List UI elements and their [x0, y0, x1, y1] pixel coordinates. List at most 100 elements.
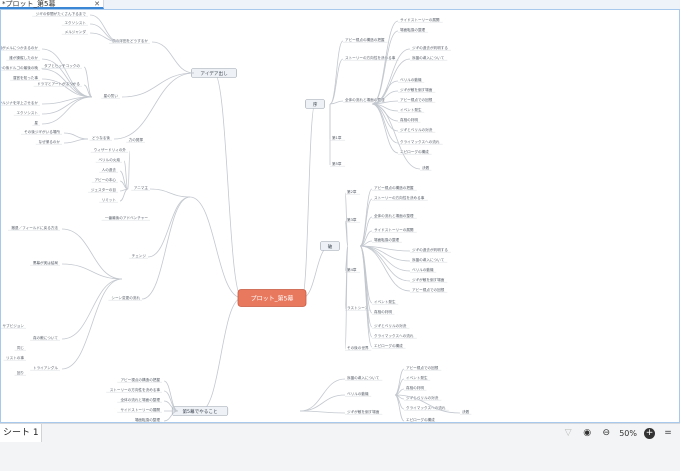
- subtopic[interactable]: 第2章: [347, 189, 357, 194]
- subtopic[interactable]: 第4章: [347, 267, 357, 272]
- subtopic[interactable]: 全体の流れと場面の整理: [374, 213, 414, 218]
- subtopic[interactable]: 一番最後のアドベンチャー: [105, 215, 148, 220]
- subtopic[interactable]: ドラマとアートがぶつかる: [37, 81, 80, 86]
- subtopic[interactable]: エピローグの構成: [374, 343, 403, 348]
- subtopic[interactable]: その後の世界: [347, 345, 369, 350]
- subtopic[interactable]: トライアングル: [33, 365, 58, 370]
- subtopic[interactable]: 同じ: [17, 345, 25, 350]
- subtopic[interactable]: アビー視点での回想: [406, 365, 439, 370]
- subtopic[interactable]: イベント発生: [374, 299, 396, 304]
- subtopic[interactable]: アビー視点での回想: [412, 287, 445, 292]
- subtopic[interactable]: アビー視点の構造の把握: [345, 37, 385, 42]
- subtopic[interactable]: 誰が操縦したのか: [9, 55, 38, 60]
- subtopic[interactable]: 全体の流れと場面の整理: [345, 97, 385, 102]
- subtopic[interactable]: アビー視点の構造の把握: [120, 377, 160, 382]
- central-topic-box[interactable]: [237, 289, 307, 307]
- subtopic[interactable]: 星の誓い: [104, 93, 119, 98]
- zoom-in-button[interactable]: +: [644, 427, 655, 439]
- subtopic[interactable]: ジギの過去が判明する: [412, 45, 448, 50]
- subtopic[interactable]: 第3章: [347, 217, 357, 222]
- subtopic[interactable]: サイドストーリーの展開: [374, 227, 414, 232]
- subtopic[interactable]: ストーリーの方向性を決める事: [345, 55, 396, 60]
- subtopic[interactable]: ジギが敵を倒す場面: [347, 409, 380, 414]
- subtopic[interactable]: 真相の判明: [374, 309, 392, 314]
- subtopic[interactable]: 回り: [17, 370, 24, 375]
- subtopic[interactable]: 決着: [462, 409, 470, 414]
- subtopic[interactable]: ジギとベリルの対決: [400, 127, 433, 132]
- subtopic[interactable]: エクソシスト: [64, 20, 86, 25]
- mindmap-canvas[interactable]: プロット_第5幕 アイデア出し序破第5幕でやること 夜の浮田をどうするか星の誓いどう…: [0, 9, 680, 423]
- subtopic[interactable]: アニマ主: [134, 185, 149, 190]
- subtopic[interactable]: ジギの過去が判明する: [412, 247, 448, 252]
- subtopic[interactable]: ツルジナを浮上させるか: [0, 100, 38, 105]
- subtopic[interactable]: イベント発生: [406, 375, 428, 380]
- sheet-tab[interactable]: シート 1: [0, 424, 42, 442]
- subtopic[interactable]: 序盤の導入について: [347, 375, 380, 380]
- zoom-out-icon[interactable]: ⊖: [602, 428, 610, 438]
- subtopic[interactable]: ジギが敵を倒す場面: [412, 277, 445, 282]
- subtopic[interactable]: 場面転換の整理: [135, 417, 161, 422]
- subtopic[interactable]: 人の過去: [102, 167, 117, 172]
- subtopic[interactable]: クライマックスへの流れ: [400, 139, 440, 144]
- fit-view-icon[interactable]: =: [664, 428, 672, 438]
- subtopic[interactable]: イベント発生: [400, 107, 422, 112]
- eye-icon[interactable]: ◉: [583, 428, 592, 438]
- subtopic[interactable]: 黒幕が実は結局: [33, 260, 59, 265]
- subtopic[interactable]: その後ジギがいる場所: [24, 129, 60, 134]
- main-topic-jo-label[interactable]: 序: [313, 101, 318, 108]
- subtopic[interactable]: ベリルの動機: [347, 391, 369, 396]
- subtopic[interactable]: アビー視点の構造の把握: [374, 185, 414, 190]
- subtopic[interactable]: リミット: [102, 198, 117, 202]
- subtopic[interactable]: サブビジョン: [2, 323, 24, 328]
- subtopic[interactable]: 場面転換の整理: [374, 237, 400, 242]
- subtopic[interactable]: 第5章: [332, 161, 342, 166]
- main-topic-ha-box[interactable]: [320, 241, 340, 251]
- subtopic[interactable]: ベリルの動機: [400, 77, 422, 82]
- subtopic[interactable]: サイドストーリーの展開: [120, 407, 160, 412]
- subtopic[interactable]: 序盤の導入について: [412, 257, 445, 262]
- subtopic[interactable]: クライマックスへの流れ: [374, 333, 414, 338]
- subtopic[interactable]: 序盤の導入について: [412, 55, 445, 60]
- subtopic[interactable]: なぜ帰るのか: [38, 139, 60, 144]
- subtopic[interactable]: ジェスターの目: [91, 187, 116, 192]
- subtopic[interactable]: 力の発揮: [129, 137, 144, 142]
- subtopic[interactable]: その後ドルゴの最後の晩: [0, 65, 38, 70]
- main-topic-jo-box[interactable]: [305, 99, 325, 109]
- document-tab[interactable]: *プロット_第5幕 ✕: [0, 0, 104, 9]
- subtopic[interactable]: 誰がメルにつかまるのか: [0, 45, 38, 50]
- central-topic-label[interactable]: プロット_第5幕: [251, 295, 294, 303]
- subtopic[interactable]: ベリルの動機: [412, 267, 434, 272]
- subtopic[interactable]: サイドストーリーの展開: [400, 17, 440, 22]
- subtopic[interactable]: ジギが敵を倒す場面: [400, 87, 433, 92]
- subtopic[interactable]: ラストシーン: [347, 305, 369, 310]
- subtopic[interactable]: ストーリーの方向性を決める事: [374, 195, 425, 200]
- subtopic[interactable]: 運営を知った事: [13, 75, 39, 80]
- subtopic[interactable]: 真の敵について: [33, 335, 58, 340]
- subtopic[interactable]: メルジャンダ: [65, 29, 87, 34]
- subtopic[interactable]: ジギとベリルの対決: [406, 395, 439, 400]
- subtopic[interactable]: 場面転換の整理: [400, 27, 426, 32]
- subtopic[interactable]: タブとヒッチコックの: [44, 63, 80, 68]
- subtopic[interactable]: アビー視点での回想: [400, 97, 433, 102]
- filter-icon[interactable]: ▽: [564, 428, 572, 438]
- main-topic-last-label[interactable]: 第5幕でやること: [182, 408, 217, 415]
- subtopic[interactable]: ジギとベリルの対決: [374, 323, 407, 328]
- subtopic[interactable]: ジギの仲間がたくさん下るまで: [36, 11, 87, 16]
- subtopic[interactable]: 全体の流れと場面の整理: [120, 397, 160, 402]
- main-topic-ha-label[interactable]: 破: [328, 243, 333, 250]
- subtopic[interactable]: 夜の浮田をどうするか: [112, 38, 148, 43]
- subtopic[interactable]: 決着: [422, 165, 430, 170]
- subtopic[interactable]: ウィザードリィの外: [94, 147, 127, 152]
- subtopic[interactable]: 第1章: [332, 135, 342, 140]
- main-topic-idea-label[interactable]: アイデア出し: [200, 70, 228, 77]
- close-icon[interactable]: ✕: [94, 0, 100, 8]
- subtopic[interactable]: 真相の判明: [400, 117, 418, 122]
- subtopic[interactable]: エピローグの構成: [400, 149, 429, 154]
- subtopic[interactable]: ベリルの火焔: [98, 157, 120, 162]
- subtopic[interactable]: どうなる後: [92, 135, 110, 140]
- subtopic[interactable]: クライマックスへの流れ: [406, 405, 446, 410]
- subtopic[interactable]: 真相の判明: [406, 385, 424, 390]
- subtopic[interactable]: ストーリーの方向性を決める事: [110, 387, 161, 392]
- subtopic[interactable]: シーン変更の流れ: [111, 295, 140, 300]
- subtopic[interactable]: アビーの本心: [94, 177, 116, 182]
